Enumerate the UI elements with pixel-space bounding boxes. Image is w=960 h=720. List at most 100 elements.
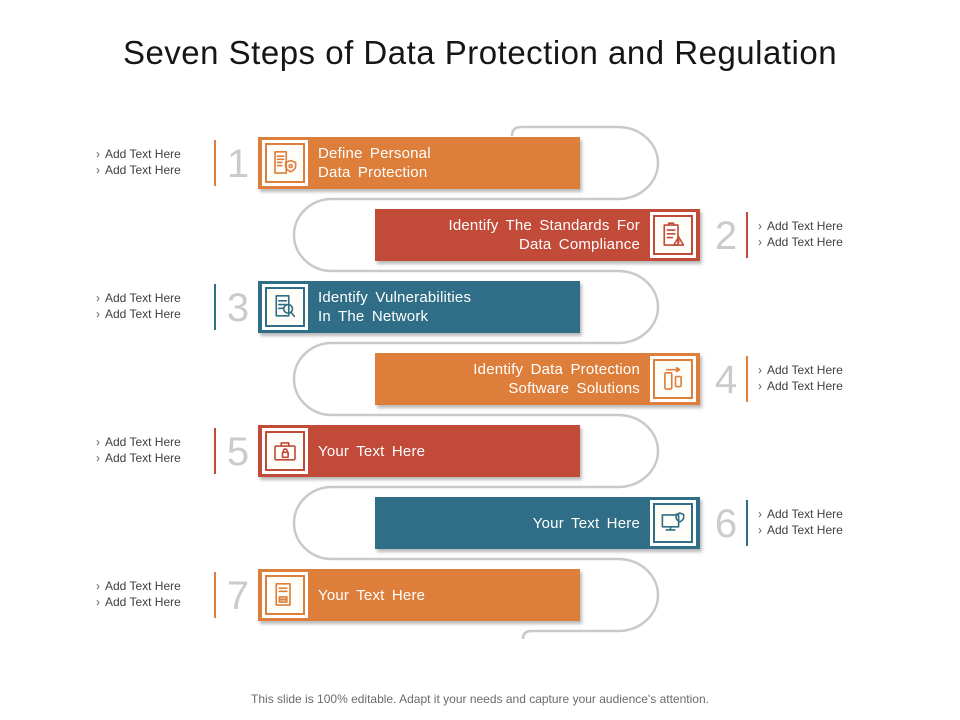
clipboard-warning-icon (655, 217, 691, 253)
step-number: 1 (226, 142, 250, 186)
number-divider (746, 212, 748, 258)
number-divider (214, 428, 216, 474)
chevron-bullet: › (758, 219, 762, 233)
chevron-bullet: › (758, 507, 762, 521)
note-text: Add Text Here (767, 363, 843, 377)
note-line[interactable]: ›Add Text Here (758, 522, 868, 538)
step-number: 6 (714, 502, 738, 546)
slide-footer-note: This slide is 100% editable. Adapt it yo… (251, 692, 709, 706)
note-line[interactable]: › Add Text Here (96, 450, 206, 466)
step-icon-box (262, 572, 308, 618)
note-text: Add Text Here (105, 451, 181, 465)
step-icon-box (262, 140, 308, 186)
step-number: 2 (714, 214, 738, 258)
step-row-7: › Add Text Here › Add Text Here 7 Your Tex… (0, 569, 960, 621)
note-text: Add Text Here (767, 235, 843, 249)
step-icon-box (650, 500, 696, 546)
note-line[interactable]: › Add Text Here (96, 434, 206, 450)
slide-title: Seven Steps of Data Protection and Regul… (122, 34, 838, 71)
monitor-shield-icon (655, 505, 691, 541)
side-notes: › Add Text Here › Add Text Here (758, 362, 868, 394)
chevron-bullet: › (96, 451, 100, 465)
chevron-bullet: › (96, 579, 100, 593)
chevron-bullet: › (96, 291, 100, 305)
step-row-6: Your Text Here 6 ›Add Text Here ›Add Tex… (0, 497, 960, 549)
document-coins-icon (267, 577, 303, 613)
note-text: Add Text Here (105, 595, 181, 609)
chevron-bullet: › (758, 379, 762, 393)
chevron-bullet: › (96, 435, 100, 449)
step-row-1: › Add Text Here › Add Text Here 1 Define P… (0, 137, 960, 189)
document-search-icon (267, 289, 303, 325)
step-number: 3 (226, 286, 250, 330)
note-text: Add Text Here (105, 579, 181, 593)
note-text: Add Text Here (105, 147, 181, 161)
step-number: 4 (714, 358, 738, 402)
step-bar[interactable]: Your Text Here (375, 497, 700, 549)
note-line[interactable]: › Add Text Here (758, 362, 868, 378)
chevron-bullet: › (758, 235, 762, 249)
step-bar[interactable]: Your Text Here (258, 569, 580, 621)
chevron-bullet: › (96, 595, 100, 609)
chevron-bullet: › (758, 363, 762, 377)
step-label: Your Text Here (532, 514, 640, 532)
note-text: Add Text Here (105, 435, 181, 449)
note-line[interactable]: › Add Text Here (96, 162, 206, 178)
step-icon-box (650, 356, 696, 402)
step-icon-box (262, 284, 308, 330)
note-line[interactable]: › Add Text Here (758, 218, 868, 234)
number-divider (214, 140, 216, 186)
chevron-bullet: › (96, 147, 100, 161)
step-label: Your Text Here (318, 442, 426, 460)
step-icon-box (262, 428, 308, 474)
note-line[interactable]: › Add Text Here (96, 578, 206, 594)
note-text: Add Text Here (767, 507, 843, 521)
step-icon-box (650, 212, 696, 258)
note-text: Add Text Here (105, 307, 181, 321)
note-line[interactable]: › Add Text Here (758, 378, 868, 394)
number-divider (746, 500, 748, 546)
number-divider (214, 284, 216, 330)
step-bar[interactable]: Your Text Here (258, 425, 580, 477)
side-notes: › Add Text Here › Add Text Here (96, 578, 206, 610)
step-number: 5 (226, 430, 250, 474)
note-line[interactable]: › Add Text Here (96, 594, 206, 610)
step-row-5: › Add Text Here › Add Text Here 5 Your Tex… (0, 425, 960, 477)
side-notes: › Add Text Here › Add Text Here (96, 146, 206, 178)
note-line[interactable]: › Add Text Here (96, 146, 206, 162)
step-label: Your Text Here (318, 586, 426, 604)
note-text: Add Text Here (767, 523, 843, 537)
note-text: Add Text Here (767, 219, 843, 233)
briefcase-lock-icon (267, 433, 303, 469)
note-line[interactable]: › Add Text Here (96, 290, 206, 306)
step-number: 7 (226, 574, 250, 618)
note-text: Add Text Here (105, 163, 181, 177)
note-line[interactable]: › Add Text Here (758, 506, 868, 522)
number-divider (214, 572, 216, 618)
side-notes: › Add Text Here › Add Text Here (96, 290, 206, 322)
side-notes: ›Add Text Here ›Add Text Here (758, 506, 868, 538)
devices-transfer-icon (655, 361, 691, 397)
chevron-bullet: › (96, 163, 100, 177)
note-text: Add Text Here (105, 291, 181, 305)
note-line[interactable]: › Add Text Here (758, 234, 868, 250)
document-shield-icon (267, 145, 303, 181)
number-divider (746, 356, 748, 402)
side-notes: › Add Text Here › Add Text Here (96, 434, 206, 466)
note-text: Add Text Here (767, 379, 843, 393)
chevron-bullet: › (96, 307, 100, 321)
note-line[interactable]: › Add Text Here (96, 306, 206, 322)
side-notes: › Add Text Here › Add Text Here (758, 218, 868, 250)
